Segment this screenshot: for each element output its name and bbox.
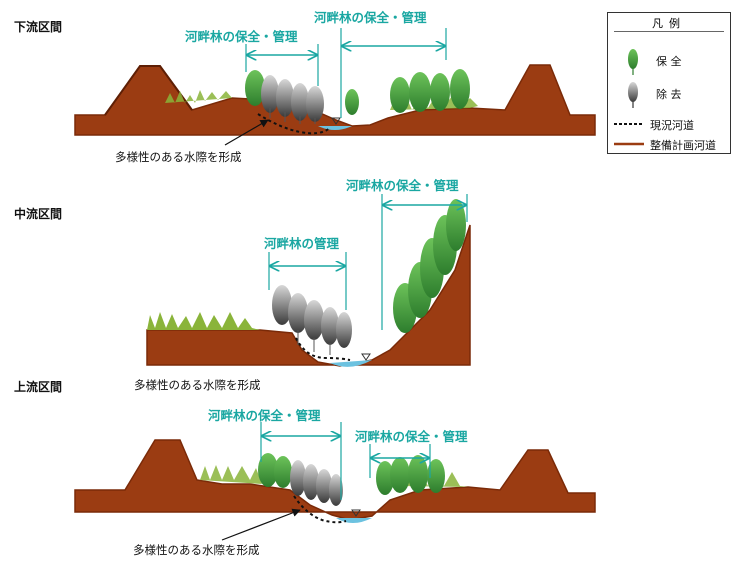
midstream-range-left-label: 河畔林の管理 bbox=[264, 236, 340, 251]
legend-item-planned-channel: 整備計画河道 bbox=[650, 139, 716, 152]
midstream-grass bbox=[147, 312, 260, 330]
downstream-range-right-label: 河畔林の保全・管理 bbox=[314, 10, 427, 25]
upstream-current-channel bbox=[293, 495, 347, 524]
legend-symbols bbox=[614, 49, 644, 146]
midstream-trees-keep bbox=[393, 199, 466, 333]
midstream-trunks bbox=[297, 330, 331, 355]
upstream-annotation: 多様性のある水際を形成 bbox=[133, 543, 260, 557]
midstream-water-level-icon bbox=[361, 353, 371, 361]
green-tree-icon bbox=[628, 49, 638, 75]
midstream-soil bbox=[146, 224, 471, 367]
upstream-range-right-label: 河畔林の保全・管理 bbox=[355, 429, 468, 444]
legend-item-current-channel: 現況河道 bbox=[650, 119, 694, 132]
midstream-section bbox=[146, 194, 471, 367]
upstream-trees-keep bbox=[258, 453, 445, 495]
gray-tree-icon bbox=[628, 82, 638, 108]
upstream-annotation-pointer bbox=[221, 508, 301, 541]
midstream-range-right-label: 河畔林の保全・管理 bbox=[346, 178, 459, 193]
downstream-soil bbox=[74, 64, 596, 136]
downstream-annotation: 多様性のある水際を形成 bbox=[115, 150, 242, 164]
downstream-trees-keep bbox=[245, 69, 470, 115]
upstream-water-level-icon bbox=[351, 509, 361, 517]
downstream-water bbox=[318, 126, 352, 130]
legend-title: 凡例 bbox=[652, 17, 686, 30]
upstream-soil bbox=[74, 439, 596, 521]
downstream-current-channel bbox=[257, 113, 331, 135]
midstream-water bbox=[330, 360, 372, 367]
legend-item-remove: 除 去 bbox=[656, 88, 682, 101]
midstream-current-channel bbox=[295, 337, 351, 361]
midstream-section-label: 中流区間 bbox=[14, 207, 63, 221]
legend-item-keep: 保 全 bbox=[656, 55, 682, 68]
legend-title-divider bbox=[614, 31, 724, 32]
downstream-range-left-label: 河畔林の保全・管理 bbox=[185, 29, 298, 44]
downstream-trees-remove bbox=[261, 75, 324, 122]
midstream-trees-remove bbox=[272, 285, 352, 348]
downstream-section-label: 下流区間 bbox=[14, 20, 63, 34]
upstream-range-left-label: 河畔林の保全・管理 bbox=[208, 408, 321, 423]
downstream-levee-left-top bbox=[104, 65, 193, 116]
downstream-water-level-icon bbox=[331, 117, 341, 125]
upstream-section bbox=[74, 422, 596, 541]
downstream-trunks bbox=[269, 108, 316, 124]
legend: 凡例 保 全 除 去 現況河道 整備計画河道 bbox=[607, 12, 731, 154]
downstream-section bbox=[74, 28, 596, 146]
downstream-annotation-pointer bbox=[224, 119, 269, 146]
midstream-annotation: 多様性のある水際を形成 bbox=[134, 378, 261, 392]
upstream-trees-remove bbox=[290, 460, 343, 506]
upstream-section-label: 上流区間 bbox=[14, 380, 63, 394]
downstream-grass bbox=[165, 90, 478, 110]
